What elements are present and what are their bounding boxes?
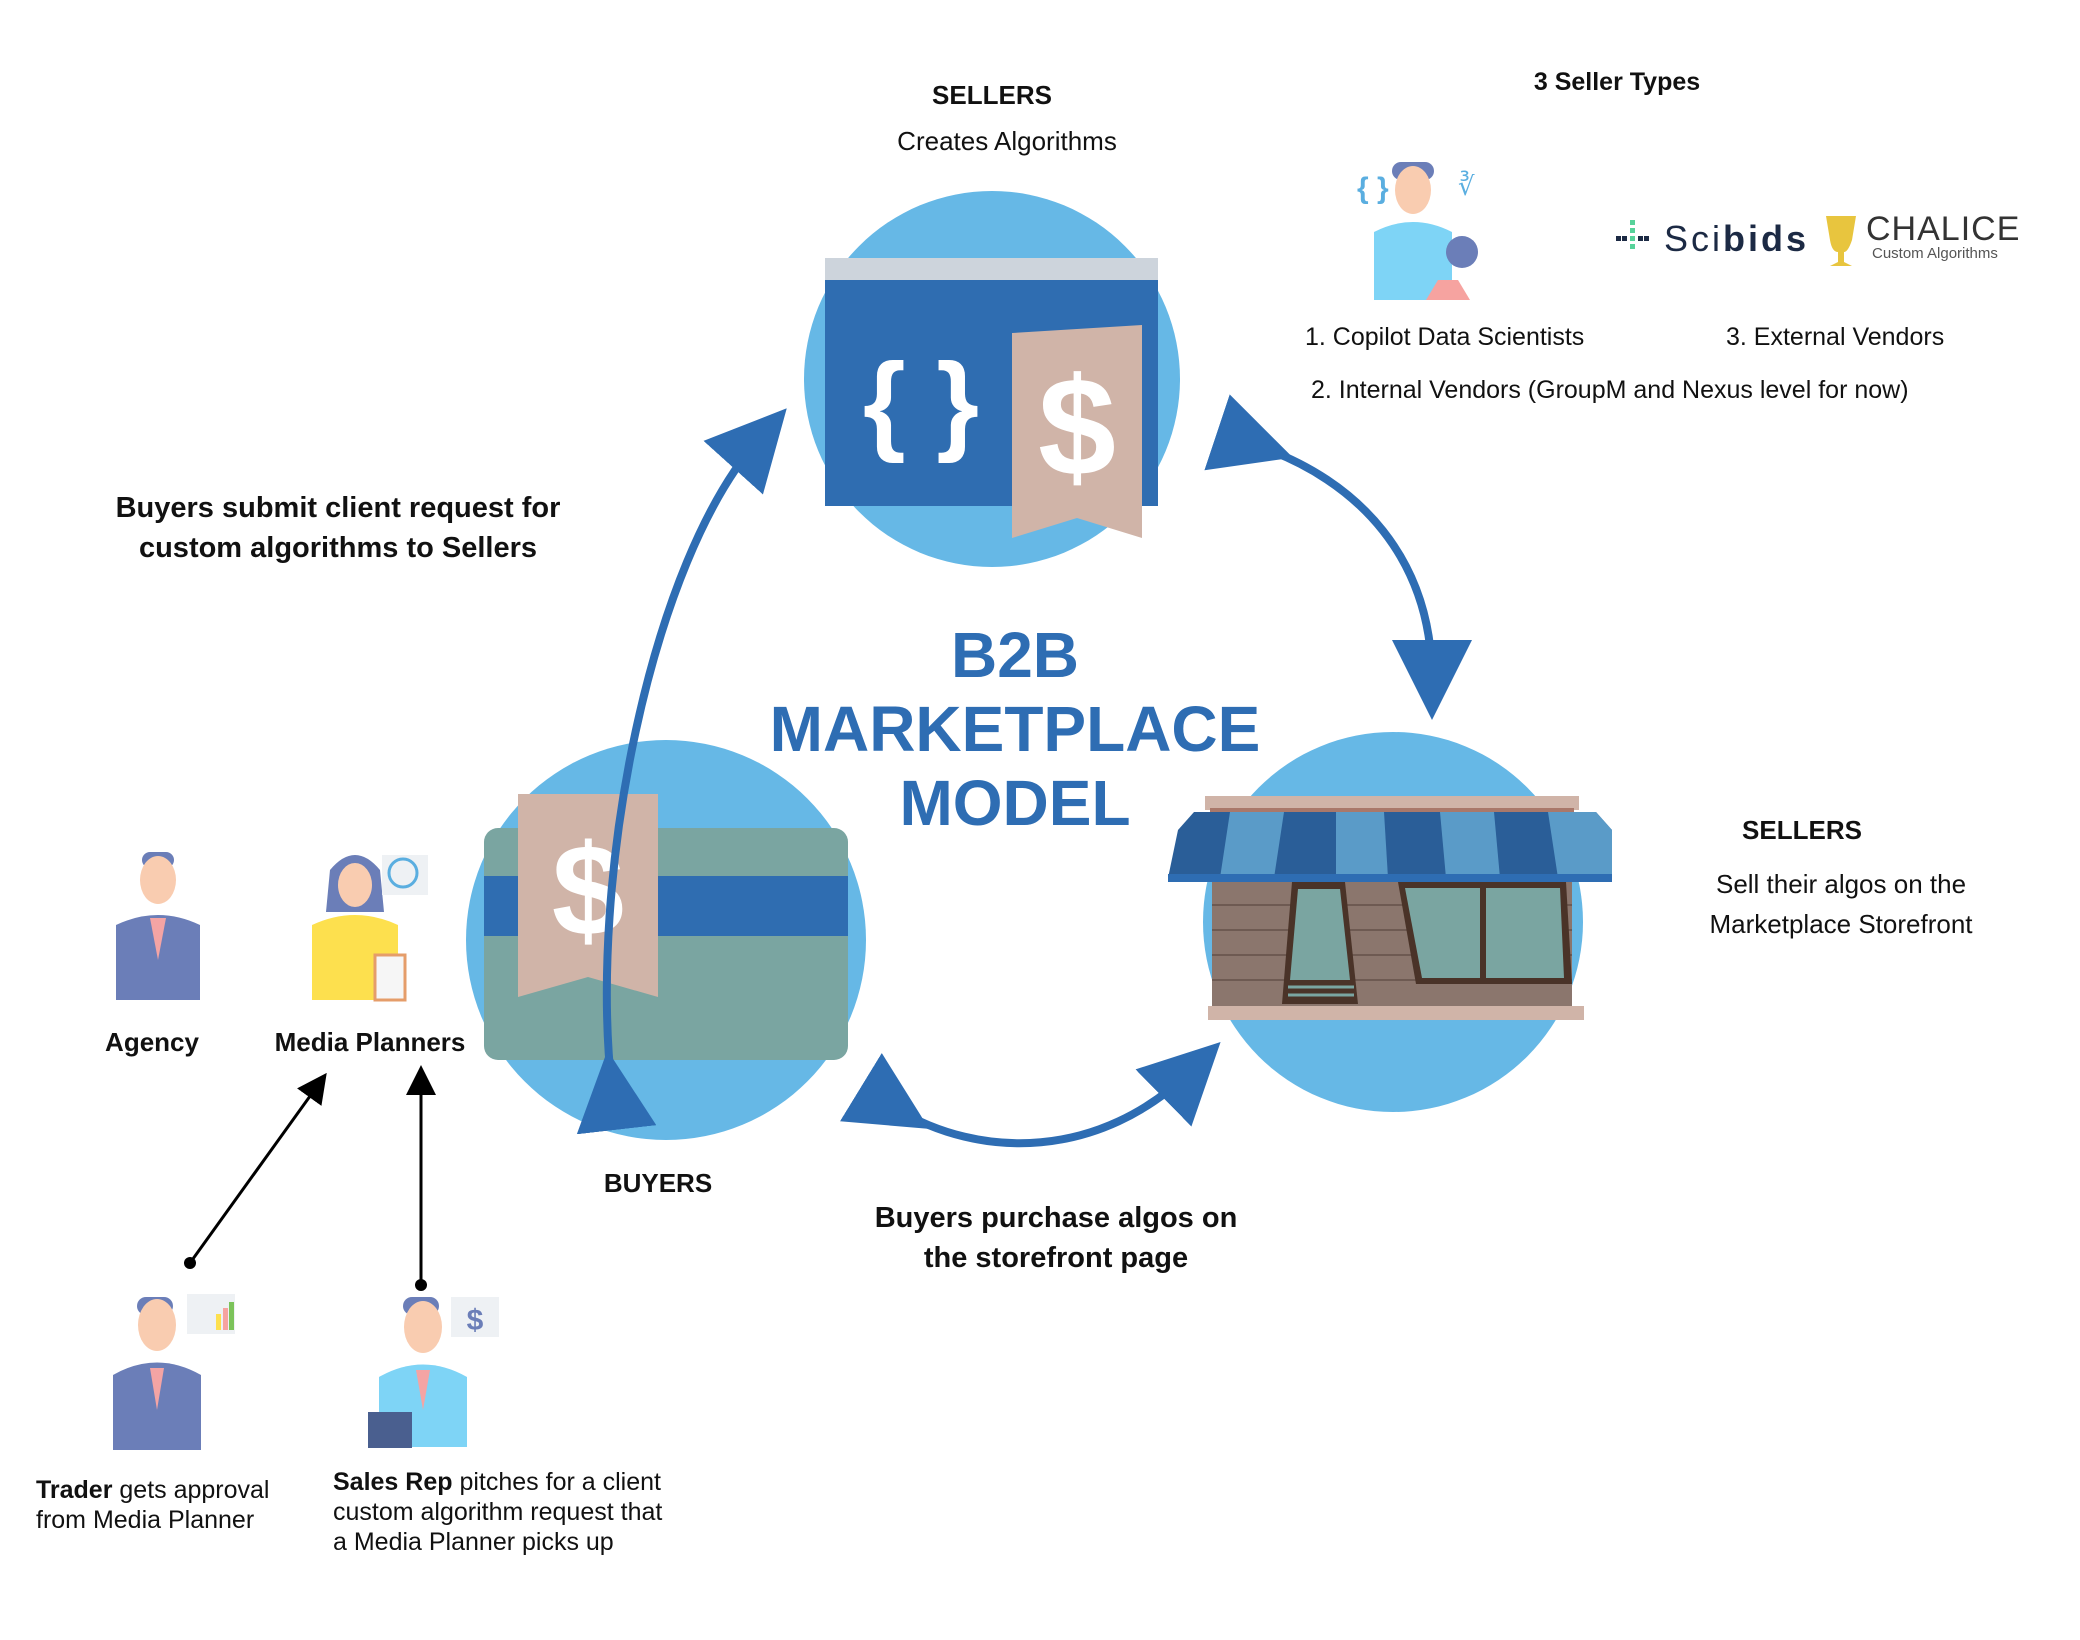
svg-text:∛: ∛ [1458, 171, 1475, 201]
sellers-heading-right: SELLERS [1742, 815, 1862, 845]
scibids-logo: Scibids [1612, 218, 1809, 260]
flow-label-line: Buyers purchase algos on [874, 1202, 1238, 1234]
flow-label-line: Buyers submit client request for [115, 492, 561, 524]
scibids-logo-light: Sci [1664, 218, 1724, 259]
seller-type-item: 2. Internal Vendors (GroupM and Nexus le… [1311, 376, 1909, 404]
sales-rep-description-text: custom algorithm request that [333, 1498, 663, 1526]
sellers-description-line: Marketplace Storefront [1709, 909, 1973, 939]
media-planners-label: Media Planners [274, 1027, 466, 1057]
trader-description-text: gets approval [112, 1476, 270, 1504]
chalice-logo-name: CHALICE [1866, 210, 2021, 248]
agency-person-icon [116, 852, 200, 1000]
chalice-logo: CHALICE Custom Algorithms [1866, 210, 2020, 262]
sellers-description-right: Sell their algos on the Marketplace Stor… [1709, 864, 1972, 944]
svg-text:$: $ [467, 1304, 484, 1337]
svg-text:{ }: { } [1357, 172, 1389, 205]
buyers-heading: BUYERS [603, 1168, 713, 1198]
svg-text:$: $ [1038, 348, 1116, 505]
price-tag-icon: $ [518, 794, 658, 997]
media-planner-person-icon [312, 855, 428, 1002]
flow-label-line: custom algorithms to Sellers [138, 532, 538, 564]
connector-dot [415, 1279, 427, 1291]
sellers-subtext-top: Creates Algorithms [897, 126, 1117, 156]
flow-label-purchase: Buyers purchase algos on the storefront … [875, 1198, 1238, 1278]
storefront-node [1168, 732, 1612, 1112]
chalice-logo-tagline: Custom Algorithms [1872, 245, 1998, 262]
chalice-cup-icon [1826, 216, 1856, 266]
sales-rep-description-text: pitches for a client [452, 1468, 661, 1496]
trader-role-name: Trader [36, 1476, 113, 1504]
arrow-buyers-sellers [576, 408, 787, 1135]
sellers-description-line: Sell their algos on the [1715, 869, 1967, 899]
sales-rep-description-text: a Media Planner picks up [333, 1528, 614, 1556]
trader-description-text: from Media Planner [36, 1506, 255, 1534]
arrow-buyers-storefront [840, 1042, 1221, 1148]
storefront-icon [1168, 796, 1612, 1020]
diagram-title-line: MARKETPLACE [769, 693, 1261, 765]
scibids-logo-bold: bids [1723, 218, 1810, 259]
seller-type-item: 3. External Vendors [1726, 323, 1945, 351]
svg-text:{ }: { } [863, 341, 979, 464]
trader-description: Trader gets approval from Media Planner [36, 1475, 269, 1535]
price-tag-icon: $ [1012, 325, 1142, 538]
sales-rep-description: Sales Rep pitches for a client custom al… [333, 1467, 662, 1557]
flow-label-request: Buyers submit client request for custom … [116, 488, 561, 568]
seller-type-item: 1. Copilot Data Scientists [1305, 323, 1585, 351]
flow-label-line: the storefront page [923, 1242, 1189, 1274]
buyers-node: $ [466, 740, 866, 1140]
sales-rep-person-icon: $ [368, 1297, 499, 1448]
scibids-logo-mark [1616, 220, 1649, 249]
seller-types-heading: 3 Seller Types [1533, 68, 1701, 96]
data-scientist-icon: { } ∛ [1357, 162, 1478, 300]
arrow-trader-to-planner [188, 1072, 327, 1264]
sellers-heading-top: SELLERS [932, 80, 1052, 110]
diagram-title-line: MODEL [899, 767, 1131, 839]
connector-dot [184, 1257, 196, 1269]
trader-person-icon [113, 1294, 235, 1450]
arrow-sellers-storefront [1204, 394, 1472, 720]
sales-rep-role-name: Sales Rep [333, 1468, 453, 1496]
sellers-algorithm-node: { } $ [804, 191, 1180, 567]
agency-label: Agency [105, 1027, 199, 1057]
diagram-title-line: B2B [950, 619, 1080, 691]
